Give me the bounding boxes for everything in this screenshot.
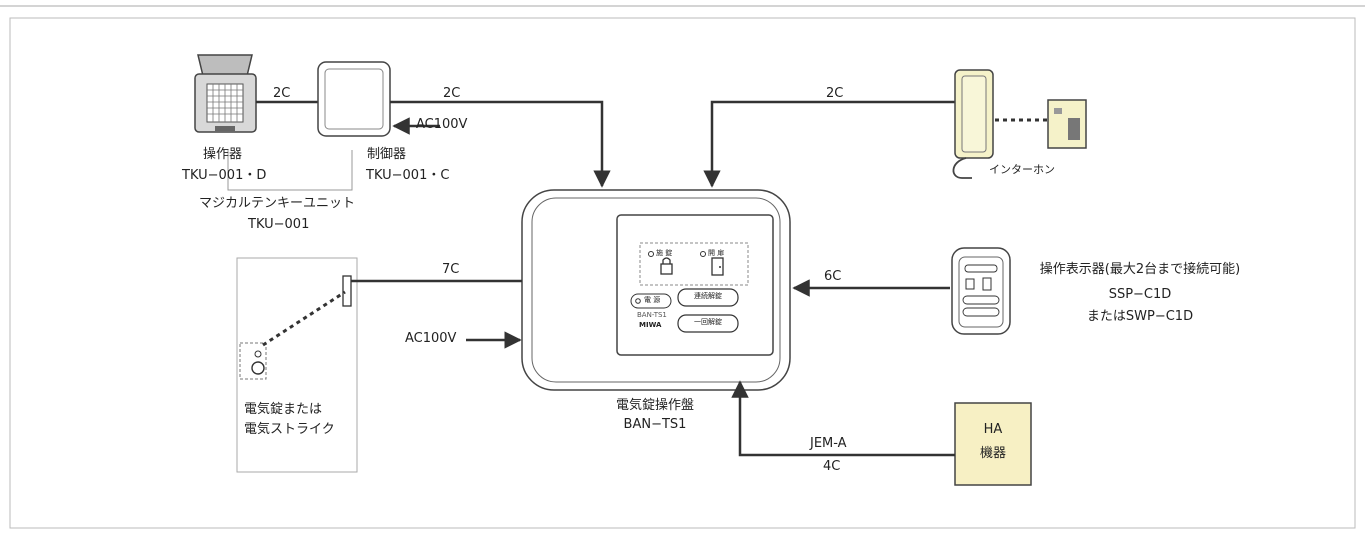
keypad-model: TKU−001・D [182, 168, 267, 183]
keypad-device [194, 54, 257, 133]
display-name: 操作表示器(最大2台まで接続可能) [1039, 262, 1241, 277]
display-device [951, 247, 1011, 335]
display-model-2: またはSWP−C1D [1086, 309, 1194, 324]
unit-name: マジカルテンキーユニット [199, 196, 356, 211]
ha-panel-wire [731, 380, 955, 457]
panel-face-model: BAN-TS1 [637, 311, 667, 319]
door-icon [711, 257, 724, 276]
lock-icon [660, 263, 673, 275]
controller-connection-label: 2C [443, 86, 461, 101]
controller-power-label: AC100V [416, 117, 468, 132]
panel-brand: MIWA [639, 321, 662, 329]
diagram-border [9, 17, 1356, 529]
unit-bracket [227, 150, 353, 191]
controller-panel-wire [390, 100, 611, 188]
one-time-unlock-button [677, 314, 739, 333]
ha-device [954, 402, 1032, 486]
intercom-connection-label: 2C [826, 86, 844, 101]
panel-power-indicator-label: 電 源 [644, 296, 661, 304]
display-connection-label: 6C [824, 269, 842, 284]
controller-name: 制御器 [367, 147, 407, 162]
continuous-unlock-button [677, 288, 739, 307]
one-time-unlock-label: 一回解錠 [694, 318, 722, 326]
ha-label-line2: 機器 [979, 446, 1006, 461]
keypad-connection-label: 2C [273, 86, 291, 101]
panel-name: 電気錠操作盤 [615, 398, 694, 413]
panel-model: BAN−TS1 [623, 417, 687, 432]
control-panel [521, 189, 791, 391]
panel-unlock-label: 開 扉 [708, 249, 725, 257]
display-model-1: SSP−C1D [1108, 287, 1172, 302]
door-name-line2: 電気ストライク [244, 422, 335, 437]
door-name-line1: 電気錠または [244, 402, 323, 417]
ha-connection-label: 4C [823, 459, 841, 474]
ha-protocol-label: JEM-A [810, 436, 847, 451]
intercom-device [952, 69, 1087, 179]
panel-power-input-label: AC100V [405, 331, 457, 346]
intercom-panel-wire [703, 100, 955, 188]
controller-model: TKU−001・C [366, 168, 450, 183]
continuous-unlock-label: 連続解錠 [694, 292, 722, 300]
keypad-name: 操作器 [203, 147, 243, 162]
panel-lock-label: 施 錠 [656, 249, 673, 257]
intercom-name: インターホン [989, 163, 1055, 176]
door-device [236, 257, 358, 473]
ha-label-line1: HA [983, 422, 1003, 437]
door-connection-label: 7C [442, 262, 460, 277]
unit-model: TKU−001 [248, 217, 310, 232]
